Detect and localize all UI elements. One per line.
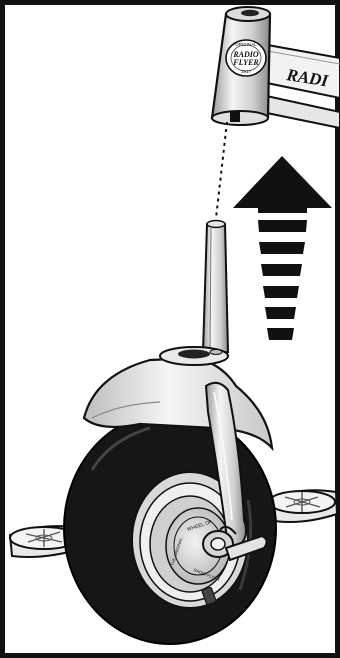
right-footrest xyxy=(266,490,337,522)
fork-stem xyxy=(203,221,228,353)
alignment-dotted-line xyxy=(216,122,227,218)
arrow-up-icon xyxy=(233,156,332,340)
frame-assembly: ORIGINAL RADIO FLYER 1917 RADI xyxy=(212,7,340,128)
badge-text-year: 1917 xyxy=(241,69,252,74)
badge-text-flyer: FLYER xyxy=(232,58,259,67)
badge-text-top: ORIGINAL xyxy=(235,42,257,47)
radio-flyer-badge: ORIGINAL RADIO FLYER 1917 xyxy=(226,40,266,76)
